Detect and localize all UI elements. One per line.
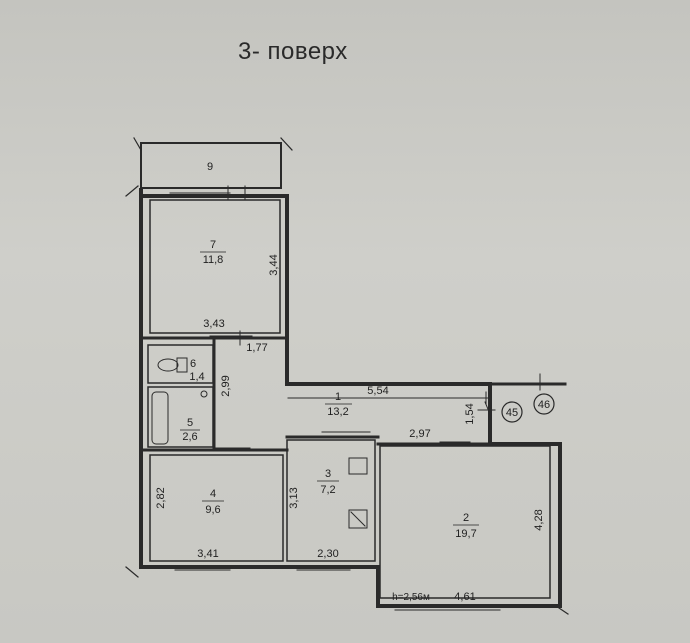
room-7-outline [149,199,281,334]
room-7-number: 7 [210,239,216,251]
dimension-297: 2,97 [409,428,430,440]
room-7-area: 11,8 [203,254,224,266]
room-5-area: 2,6 [182,431,197,443]
room-2-number: 2 [463,512,469,524]
room-9-number: 9 [207,161,213,173]
dimension-343: 3,43 [203,318,224,330]
washbasin-icon [200,390,208,398]
room-3-area: 7,2 [320,484,335,496]
dimension-554: 5,54 [367,385,388,397]
dimension-344: 3,44 [268,254,280,275]
dimension-299: 2,99 [220,375,232,396]
neighbor-unit-46-marker [533,393,555,415]
dim-tick-554 [484,401,491,415]
corner-tick-bl [125,566,139,578]
room-4-outline [149,454,284,562]
dimension-341: 3,41 [197,548,218,560]
neighbor-unit-45: 45 [506,407,518,419]
room-1-number: 1 [335,391,341,403]
bathtub-icon [151,391,169,445]
room-2-area: 19,7 [455,528,476,540]
corner-tick-br [555,605,569,615]
dimension-230: 2,30 [317,548,338,560]
room-3-outline [286,439,376,562]
balcony-outline [140,142,282,189]
room-1-area: 13,2 [327,406,348,418]
stove-icon [348,457,368,475]
dimension-154: 1,54 [464,403,476,424]
sink-icon [348,509,368,529]
page-title: 3- поверх [238,38,348,65]
dimension-282: 2,82 [155,487,167,508]
toilet-icon [157,358,179,372]
room-4-number: 4 [210,488,216,500]
neighbor-unit-45-marker [501,401,523,423]
corner-tick-tl [125,185,139,197]
room-3-number: 3 [325,468,331,480]
dimension-177: 1,77 [246,342,267,354]
room-5-outline [147,386,214,448]
room-6-area: 1,4 [189,371,204,383]
balcony-tick-left [133,137,142,151]
balcony-tick-right [280,137,293,151]
room-4-area: 9,6 [205,504,220,516]
outer-wall [139,188,562,608]
room-6-number: 6 [190,358,196,370]
room-5-number: 5 [187,417,193,429]
neighbor-unit-46: 46 [538,399,550,411]
toilet-tank [176,357,188,373]
sink-mark [350,511,366,527]
room-2-outline [379,445,551,599]
dimension-461: 4,61 [454,591,475,603]
ceiling-height-note: h=2,56м [392,592,430,603]
dimension-313: 3,13 [288,487,300,508]
dimension-428: 4,28 [533,509,545,530]
